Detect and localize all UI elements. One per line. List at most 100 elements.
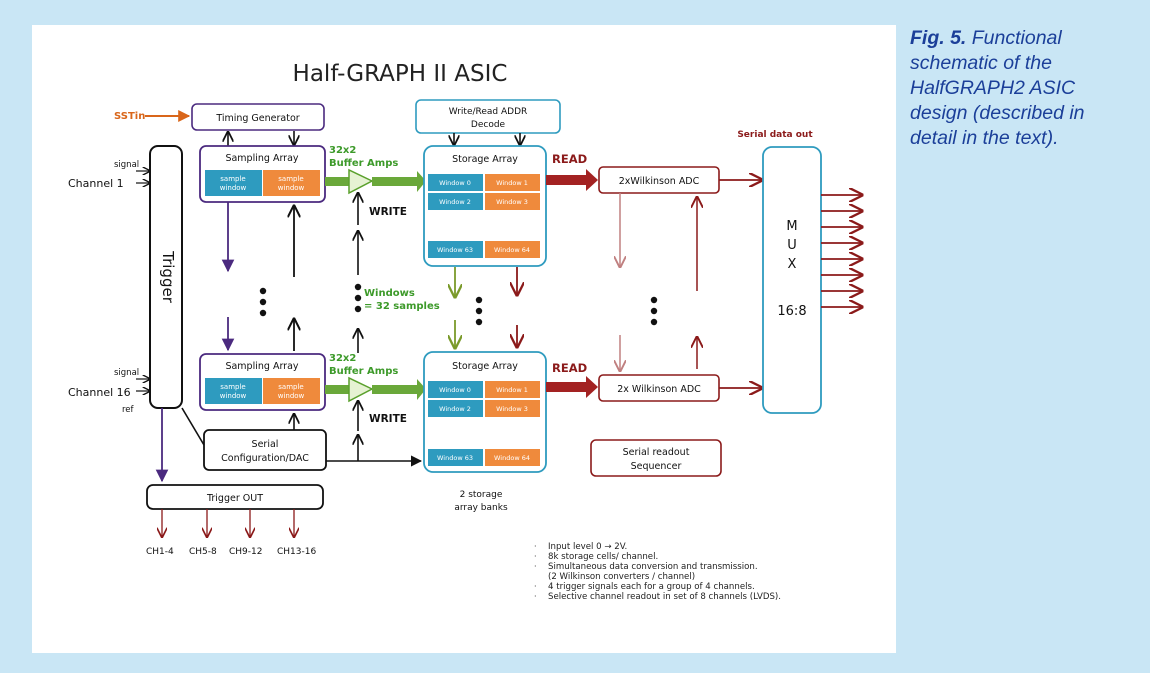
svg-text:Window 0: Window 0 bbox=[439, 179, 471, 187]
svg-text:sample: sample bbox=[220, 175, 245, 183]
buffer-amps-bottom-line2: Buffer Amps bbox=[329, 366, 398, 377]
signal-label-ch1: signal bbox=[114, 160, 139, 170]
svg-text:·: · bbox=[534, 592, 537, 601]
ellipsis-dot bbox=[259, 287, 267, 295]
figure-caption-text: Functional schematic of the HalfGRAPH2 A… bbox=[910, 27, 1085, 149]
read-label-bottom: READ bbox=[552, 361, 587, 375]
note-item: Input level 0 → 2V. bbox=[548, 542, 627, 552]
ellipsis-dot bbox=[650, 318, 658, 326]
read-arrowhead-top bbox=[586, 169, 598, 191]
trigger-to-serial-config bbox=[181, 407, 205, 446]
mux-ratio: 16:8 bbox=[777, 304, 806, 319]
ellipsis-dot bbox=[650, 296, 658, 304]
mux-output-arrows bbox=[821, 195, 862, 307]
addr-decode-line1: Write/Read ADDR bbox=[449, 107, 528, 117]
svg-text:window: window bbox=[278, 392, 305, 400]
figure-panel: Half-GRAPH II ASIC SSTin Timing Generato… bbox=[32, 25, 896, 653]
mux-letter-x: X bbox=[788, 257, 797, 272]
sampling-array-bottom: Sampling Array sample window sample wind… bbox=[199, 353, 326, 411]
trigger-out-box bbox=[146, 484, 324, 510]
svg-text:·: · bbox=[534, 542, 537, 551]
serial-config-line1: Serial bbox=[252, 439, 279, 450]
sstin-label: SSTin bbox=[114, 111, 145, 122]
svg-text:Window 3: Window 3 bbox=[496, 405, 528, 413]
signal-label-ch16: signal bbox=[114, 368, 139, 378]
diagram-title: Half-GRAPH II ASIC bbox=[293, 61, 508, 87]
storage-banks-line1: 2 storage bbox=[460, 490, 503, 500]
ellipsis-dot bbox=[259, 298, 267, 306]
buffer-green-arrowhead-bottom bbox=[417, 379, 426, 400]
svg-text:Window 63: Window 63 bbox=[437, 454, 473, 462]
timing-generator-label: Timing Generator bbox=[215, 113, 299, 124]
trigger-channel-ch13-16: CH13-16 bbox=[277, 547, 316, 557]
buffer-amp-triangle-top bbox=[348, 168, 374, 195]
trigger-channel-ch1-4: CH1-4 bbox=[146, 547, 174, 557]
mux-box bbox=[762, 146, 822, 414]
svg-text:sample: sample bbox=[278, 175, 303, 183]
serial-data-out-label: Serial data out bbox=[737, 130, 813, 140]
buffer-green-arrowhead-top bbox=[417, 171, 426, 192]
mux-letter-m: M bbox=[786, 219, 797, 234]
ellipsis-dot bbox=[354, 294, 362, 302]
write-label-top: WRITE bbox=[369, 206, 407, 218]
buffer-green-bar-top-left bbox=[325, 177, 349, 186]
read-arrowhead-bottom bbox=[586, 376, 598, 398]
channel-1-label: Channel 1 bbox=[68, 177, 124, 190]
svg-text:Window 3: Window 3 bbox=[496, 198, 528, 206]
sampling-array-top-label: Sampling Array bbox=[225, 153, 298, 164]
read-label-top: READ bbox=[552, 152, 587, 166]
adc-bottom-label: 2x Wilkinson ADC bbox=[617, 384, 701, 395]
buffer-amp-triangle-bottom bbox=[348, 376, 374, 403]
sampling-array-top: Sampling Array sample window sample wind… bbox=[199, 145, 326, 203]
read-bar-top bbox=[546, 175, 588, 185]
adc-top-label: 2xWilkinson ADC bbox=[619, 176, 700, 187]
svg-text:·: · bbox=[534, 562, 537, 571]
trigger-box bbox=[149, 145, 183, 409]
svg-text:Window 0: Window 0 bbox=[439, 386, 471, 394]
ellipsis-dot bbox=[475, 296, 483, 304]
svg-text:Window 64: Window 64 bbox=[494, 246, 530, 254]
trigger-label: Trigger bbox=[159, 250, 177, 304]
ellipsis-dot bbox=[475, 307, 483, 315]
trigger-channel-ch5-8: CH5-8 bbox=[189, 547, 217, 557]
channel-16-label: Channel 16 bbox=[68, 386, 131, 399]
windows-note-line1: Windows bbox=[364, 288, 415, 299]
note-item: Simultaneous data conversion and transmi… bbox=[548, 562, 758, 572]
ref-label: ref bbox=[122, 405, 135, 415]
storage-array-bottom-label: Storage Array bbox=[452, 361, 518, 372]
ellipsis-dot bbox=[354, 305, 362, 313]
ellipsis-dot bbox=[354, 283, 362, 291]
note-item: 8k storage cells/ channel. bbox=[548, 552, 658, 562]
figure-label: Fig. 5. bbox=[910, 27, 967, 49]
svg-text:Window 1: Window 1 bbox=[496, 386, 528, 394]
addr-decode-box bbox=[415, 99, 561, 134]
storage-array-top: Storage Array Window 0 Window 1 Window 2… bbox=[423, 145, 547, 267]
ellipsis-dot bbox=[259, 309, 267, 317]
storage-banks-line2: array banks bbox=[454, 503, 508, 513]
svg-text:·: · bbox=[534, 552, 537, 561]
asic-schematic: Half-GRAPH II ASIC SSTin Timing Generato… bbox=[68, 61, 896, 602]
trigger-channel-ch9-12: CH9-12 bbox=[229, 547, 262, 557]
svg-text:window: window bbox=[278, 184, 305, 192]
read-bar-bottom bbox=[546, 382, 588, 392]
buffer-amps-top-line2: Buffer Amps bbox=[329, 158, 398, 169]
svg-text:window: window bbox=[220, 392, 247, 400]
trigger-out-label: Trigger OUT bbox=[206, 493, 263, 504]
serial-config-box bbox=[203, 429, 327, 471]
windows-note-line2: = 32 samples bbox=[364, 301, 440, 312]
svg-text:window: window bbox=[220, 184, 247, 192]
svg-text:Window 64: Window 64 bbox=[494, 454, 530, 462]
storage-array-bottom: Storage Array Window 0 Window 1 Window 2… bbox=[423, 351, 547, 473]
svg-text:Window 63: Window 63 bbox=[437, 246, 473, 254]
timing-generator-box bbox=[191, 103, 325, 131]
mux-letter-u: U bbox=[787, 238, 797, 253]
serial-config-line2: Configuration/DAC bbox=[221, 453, 309, 464]
storage-array-top-label: Storage Array bbox=[452, 154, 518, 165]
ellipsis-dot bbox=[650, 307, 658, 315]
readout-sequencer-line1: Serial readout bbox=[623, 447, 690, 458]
svg-text:Window 2: Window 2 bbox=[439, 198, 471, 206]
note-item: Selective channel readout in set of 8 ch… bbox=[548, 592, 781, 602]
svg-text:Window 1: Window 1 bbox=[496, 179, 528, 187]
buffer-amps-top-line1: 32x2 bbox=[329, 145, 356, 156]
ellipsis-dot bbox=[475, 318, 483, 326]
